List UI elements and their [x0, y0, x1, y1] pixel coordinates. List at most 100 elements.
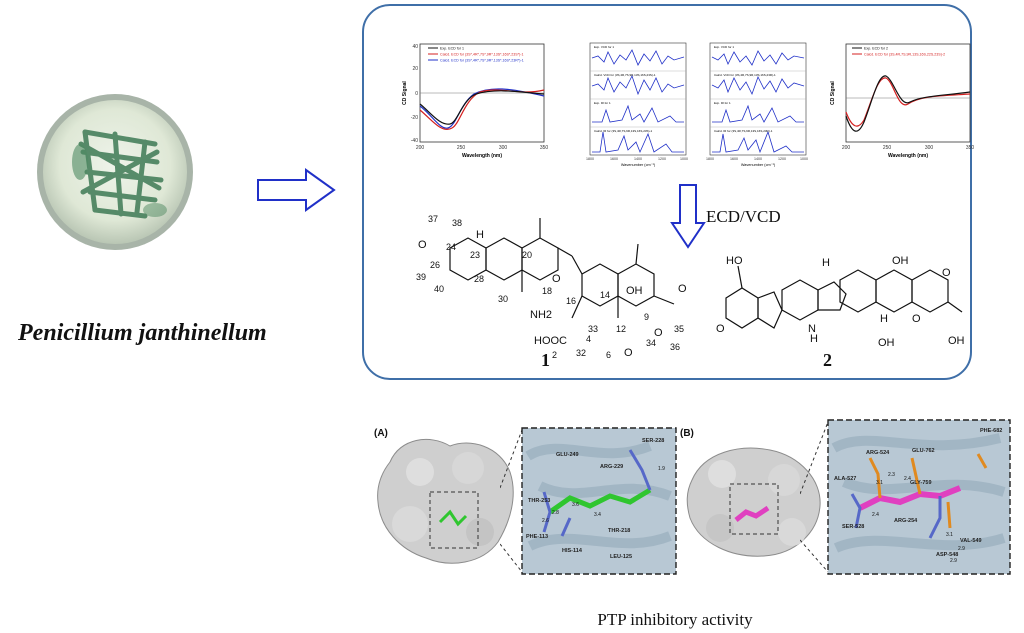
- atom-number: 18: [542, 286, 552, 296]
- residue-label: GLU-249: [556, 452, 579, 458]
- residue-label: ALA-527: [834, 476, 856, 482]
- vcd-ir-panel-left: Exp. VCD for 1 Calcd. VCD for (3S,4R,7S,…: [586, 42, 688, 167]
- down-arrow-icon: [670, 184, 706, 249]
- atom-number: 38: [452, 218, 462, 228]
- distance-label: 2.6: [542, 518, 549, 524]
- ecd2-xtick: 300: [925, 145, 934, 151]
- residue-label: GLU-762: [912, 448, 935, 454]
- residue-label: ARG-254: [894, 518, 918, 524]
- atom-number: 30: [498, 294, 508, 304]
- distance-label: 1.9: [658, 466, 665, 472]
- atom-number: 26: [430, 260, 440, 270]
- ecd2-xtick: 250: [883, 145, 892, 151]
- group-label: O: [552, 273, 561, 285]
- vcd-left-xtick: 1200: [658, 157, 666, 161]
- vcd-left-xlabel: Wavenumber (cm⁻¹): [621, 163, 656, 167]
- ecd-chart-compound-1: Exp. ECD for 1 Calcd. ECD for (3S*,4R*,7…: [402, 43, 549, 159]
- residue-label: THR-218: [608, 528, 630, 534]
- ecd1-legend-0: Exp. ECD for 1: [440, 47, 464, 51]
- residue-label: HIS-114: [562, 548, 583, 554]
- group-label: O: [624, 347, 633, 359]
- group-label: O: [912, 313, 921, 325]
- distance-label: 3.6: [572, 502, 579, 508]
- ecd2-legend-1: Calcd. ECD for (3S,4R,7S,9R,13S,16S,22S,…: [864, 53, 945, 57]
- group-label: NH2: [530, 309, 552, 321]
- group-label: HO: [726, 255, 743, 267]
- vcd-left-title-0: Exp. VCD for 1: [594, 45, 614, 49]
- ecd1-legend-1: Calcd. ECD for (3S*,4R*,7S*,9R*,13S*,16S…: [440, 53, 524, 57]
- protein-surface-a: [377, 438, 514, 564]
- distance-label: 3.1: [876, 480, 883, 486]
- residue-label: THR-253: [528, 498, 550, 504]
- vcd-right-title-2: Exp. IR for 1: [714, 101, 731, 105]
- vcd-left-title-3: Calcd. IR for (3S,4R,7S,9R,13S,16S,23S)-…: [594, 129, 653, 133]
- atom-number: 20: [522, 250, 532, 260]
- distance-label: 3.1: [946, 532, 953, 538]
- atom-number: 23: [470, 250, 480, 260]
- ecd1-xtick: 300: [499, 145, 508, 151]
- binding-site-zoom-b: PHE-682 GLU-762 ARG-524 ALA-527 GLY-759 …: [800, 419, 1011, 575]
- ecd1-ytick: 20: [412, 66, 418, 72]
- compound-1-structure: 37 38 24 23 26 39 40 28 20 18 30 16 14 1…: [416, 214, 687, 360]
- distance-label: 3.4: [594, 512, 601, 518]
- atom-number: 35: [674, 324, 684, 334]
- ecd2-xlabel: Wavelength (nm): [888, 153, 928, 159]
- group-label: OH: [626, 285, 643, 297]
- vcd-left-xtick: 1400: [634, 157, 642, 161]
- vcd-right-xtick: 1400: [754, 157, 762, 161]
- ecd1-xtick: 250: [457, 145, 466, 151]
- petri-dish-image: [37, 94, 193, 250]
- residue-label: ARG-524: [866, 450, 890, 456]
- ecd1-ytick: 40: [412, 44, 418, 50]
- residue-label: LEU-125: [610, 554, 632, 560]
- vcd-right-xtick: 1800: [706, 157, 714, 161]
- ecd2-xtick: 350: [966, 145, 975, 151]
- group-label: HOOC: [534, 335, 567, 347]
- residue-label: ASP-548: [936, 552, 958, 558]
- vcd-ir-panel-right: Exp. VCD for 1 Calcd. VCD for (3S,4R,7S,…: [706, 42, 808, 167]
- atom-number: 14: [600, 290, 610, 300]
- vcd-right-title-3: Calcd. IR for (3S,4R,7S,9R,13S,16S,23R)-…: [714, 129, 773, 133]
- group-label: OH: [892, 255, 909, 267]
- docking-panel-b-letter: (B): [680, 428, 694, 439]
- group-label: OH: [948, 335, 965, 347]
- atom-number: 24: [446, 242, 456, 252]
- compound-1-label: 1: [541, 350, 550, 370]
- atom-number: 2: [552, 350, 557, 360]
- right-arrow-icon: [257, 168, 336, 212]
- docking-panel-a-letter: (A): [374, 428, 388, 439]
- compound-2-structure: HO H OH O O N H OH H OH O: [716, 255, 965, 349]
- distance-label: 2.8: [552, 510, 559, 516]
- atom-number: 28: [474, 274, 484, 284]
- atom-number: 16: [566, 296, 576, 306]
- vcd-left-title-1: Calcd. VCD for (3S,4R,7S,9R,13S,16S,23S)…: [594, 73, 656, 77]
- vcd-right-title-1: Calcd. VCD for (3S,4R,7S,9R,13S,16S,23R)…: [714, 73, 776, 77]
- ecd1-ytick: -20: [411, 115, 418, 121]
- atom-number: 36: [670, 342, 680, 352]
- distance-label: 2.3: [888, 472, 895, 478]
- group-label: OH: [878, 337, 895, 349]
- group-label: H: [476, 229, 484, 241]
- group-label: O: [654, 327, 663, 339]
- distance-label: 2.4: [904, 476, 911, 482]
- group-label: N: [808, 323, 816, 335]
- organism-name: Penicillium janthinellum: [18, 320, 267, 346]
- binding-site-zoom-a: GLU-249 SER-228 ARG-229 THR-253 THR-218 …: [500, 427, 677, 575]
- ecd1-ylabel: CD Signal: [402, 81, 408, 105]
- ecd1-xtick: 350: [540, 145, 549, 151]
- group-label: H: [810, 333, 818, 345]
- vcd-left-xtick: 1000: [680, 157, 688, 161]
- structure-elucidation-frame: [362, 4, 972, 380]
- atom-number: 33: [588, 324, 598, 334]
- vcd-right-xtick: 1000: [800, 157, 808, 161]
- vcd-left-xtick: 1600: [610, 157, 618, 161]
- ecd2-legend-0: Exp. ECD for 2: [864, 47, 888, 51]
- atom-number: 39: [416, 272, 426, 282]
- vcd-right-xtick: 1200: [778, 157, 786, 161]
- vcd-right-xtick: 1600: [730, 157, 738, 161]
- ecd1-ytick: 0: [415, 91, 418, 97]
- residue-label: GLY-759: [910, 480, 932, 486]
- caption-ptp-activity: PTP inhibitory activity: [597, 610, 753, 629]
- atom-number: 37: [428, 214, 438, 224]
- vcd-right-xlabel: Wavenumber (cm⁻¹): [741, 163, 776, 167]
